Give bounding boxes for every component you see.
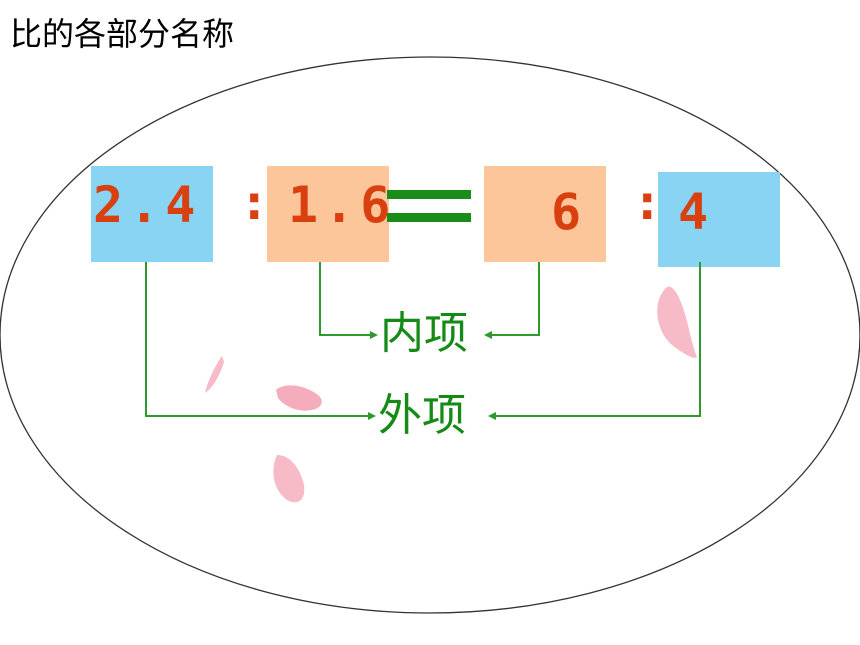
outer-terms-label: 外项 <box>378 390 466 441</box>
third-term: 6 <box>551 183 588 241</box>
background-ellipse <box>0 56 860 614</box>
outer-terms-connector <box>145 262 701 420</box>
petal-decoration <box>205 286 697 503</box>
petal-icon <box>205 356 224 393</box>
fourth-term: 4 <box>678 183 715 241</box>
petal-icon <box>273 455 305 503</box>
third-term-box <box>484 166 606 262</box>
inner-terms-label: 内项 <box>380 308 468 359</box>
first-term: 2.4 <box>93 176 202 234</box>
fourth-term-box <box>658 172 780 267</box>
petal-icon <box>276 385 322 411</box>
page-title: 比的各部分名称 <box>10 15 235 53</box>
petal-icon <box>657 286 697 358</box>
second-term-box <box>267 166 389 262</box>
first-term-box <box>91 166 213 262</box>
colon-separator: : <box>245 176 264 230</box>
second-term: 1.6 <box>288 176 397 234</box>
colon-separator: : <box>638 176 657 230</box>
inner-terms-connector <box>319 262 540 339</box>
equals-sign <box>387 190 471 222</box>
